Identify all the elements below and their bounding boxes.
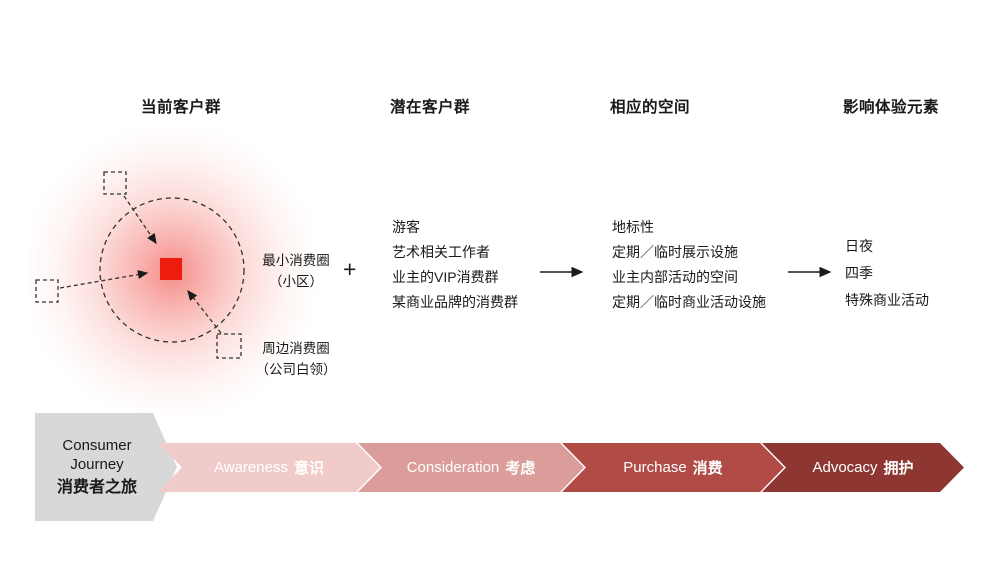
list-item: 某商业品牌的消费群	[392, 294, 518, 310]
list-item: 定期／临时商业活动设施	[612, 294, 766, 310]
column-header-experience-elements: 影响体验元素	[843, 99, 940, 116]
stage-label-en: Advocacy	[812, 459, 878, 476]
column-header-potential-customers: 潜在客户群	[390, 99, 471, 116]
column-header-current-customers: 当前客户群	[141, 99, 222, 116]
label-min-consumption-line1: 最小消费圈	[262, 253, 330, 268]
stage-label-en: Purchase	[623, 459, 687, 476]
list-item: 定期／临时展示设施	[612, 244, 738, 260]
list-item: 艺术相关工作者	[392, 244, 490, 260]
dashed-arrow-from-top-square	[123, 195, 157, 245]
list-item: 地标性	[612, 219, 654, 235]
center-red-square	[160, 258, 182, 280]
stage-label-en: Awareness	[214, 459, 288, 476]
journey-start-line2: Journey	[70, 455, 124, 473]
plus-sign: +	[343, 256, 357, 282]
dashed-square-top	[103, 171, 127, 195]
stage-label-en: Consideration	[406, 459, 500, 476]
journey-stage-consideration: Consideration 考虑	[358, 443, 584, 492]
list-item: 日夜	[845, 238, 873, 254]
corresponding-space-list: 地标性 定期／临时展示设施 业主内部活动的空间 定期／临时商业活动设施	[612, 215, 766, 315]
column-header-corresponding-space: 相应的空间	[610, 99, 691, 116]
journey-start-block: Consumer Journey 消费者之旅	[35, 413, 177, 521]
label-min-consumption-circle: 最小消费圈 （小区）	[246, 250, 346, 292]
journey-start-line1: Consumer	[62, 436, 132, 454]
list-item: 业主内部活动的空间	[612, 269, 738, 285]
stage-label-zh: 考虑	[505, 460, 536, 477]
dashed-arrow-from-bottom-square	[187, 289, 222, 334]
list-item: 业主的VIP消费群	[392, 269, 499, 285]
dashed-arrow-from-left-square	[59, 270, 149, 289]
journey-start-line3: 消费者之旅	[56, 478, 137, 496]
label-peripheral-line2: （公司白领）	[255, 362, 337, 377]
experience-elements-list: 日夜 四季 特殊商业活动	[845, 233, 929, 314]
stage-label-zh: 拥护	[883, 460, 914, 477]
stage-label-zh: 消费	[692, 460, 723, 477]
journey-stage-awareness: Awareness 意识	[158, 443, 380, 492]
list-item: 特殊商业活动	[845, 292, 929, 308]
list-item: 游客	[392, 219, 420, 235]
dashed-square-bottom-right	[216, 333, 242, 359]
label-min-consumption-line2: （小区）	[269, 274, 323, 289]
stage-label-zh: 意识	[293, 460, 324, 477]
label-peripheral-line1: 周边消费圈	[262, 341, 330, 356]
journey-stage-advocacy: Advocacy 拥护	[762, 443, 964, 492]
potential-customers-list: 游客 艺术相关工作者 业主的VIP消费群 某商业品牌的消费群	[392, 215, 518, 315]
dashed-consumption-circle	[99, 197, 245, 343]
dashed-square-left	[35, 279, 59, 303]
label-peripheral-consumption-circle: 周边消费圈 （公司白领）	[246, 338, 346, 380]
journey-stage-purchase: Purchase 消费	[562, 443, 784, 492]
list-item: 四季	[845, 265, 873, 281]
